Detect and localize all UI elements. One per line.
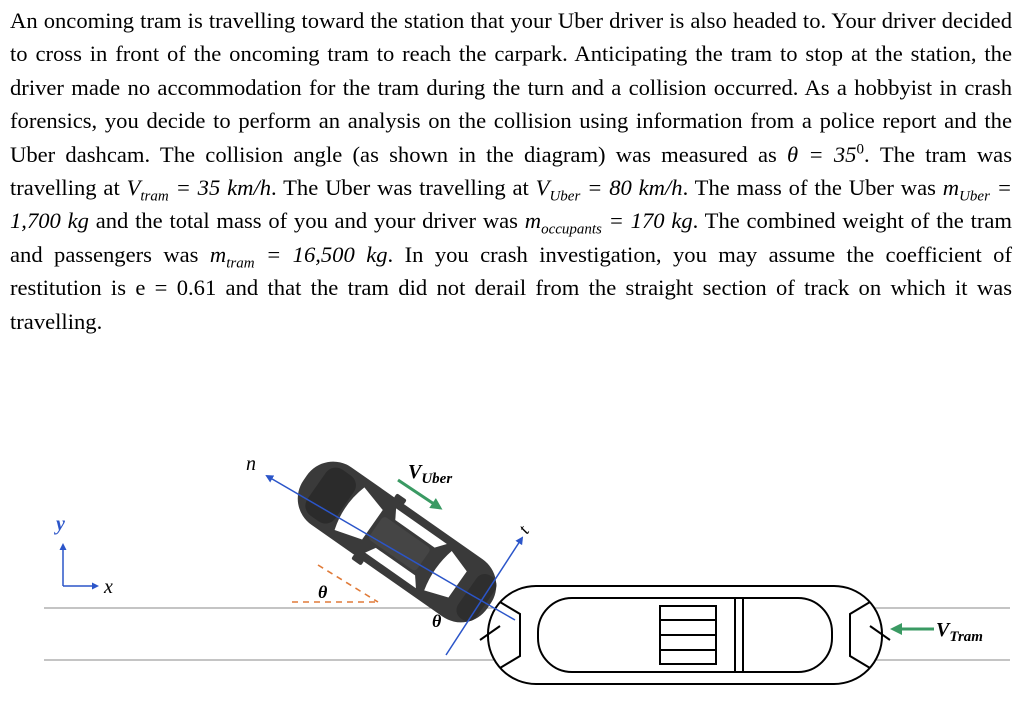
theta-label-right: θ bbox=[432, 611, 442, 631]
m-uber-symbol: m bbox=[942, 175, 960, 201]
m-occupants-subscript: occupants bbox=[541, 221, 602, 238]
problem-text-4: . The mass of the Uber was bbox=[682, 175, 943, 201]
problem-text-7: . In you crash investigation, you may as… bbox=[10, 241, 1012, 334]
theta-equation: θ = 35 bbox=[787, 141, 857, 167]
problem-text-6: . The combined weight of the tram and pa… bbox=[10, 208, 1012, 267]
tangent-axis-line bbox=[445, 536, 524, 656]
v-uber-value: = 80 km/h bbox=[580, 175, 683, 201]
dashed-angle-reference bbox=[292, 564, 379, 603]
n-label: n bbox=[246, 453, 256, 475]
axis-y-label: y bbox=[54, 513, 65, 535]
m-tram-value: = 16,500 kg bbox=[254, 241, 388, 267]
v-tram-value: = 35 km/h bbox=[168, 175, 272, 201]
v-tram-label: VTram bbox=[936, 619, 983, 645]
v-uber-label: VUber bbox=[408, 461, 452, 487]
axis-x-label: x bbox=[103, 576, 113, 598]
t-label: t bbox=[514, 521, 534, 537]
axes-icon bbox=[59, 543, 99, 590]
v-uber-symbol: V bbox=[535, 175, 550, 201]
normal-axis-line bbox=[265, 474, 469, 594]
problem-text-1: An oncoming tram is travelling toward th… bbox=[10, 8, 1012, 167]
collision-diagram: y x n t θ θ bbox=[44, 453, 1010, 685]
m-uber-subscript: Uber bbox=[959, 188, 990, 205]
problem-statement: An oncoming tram is travelling toward th… bbox=[10, 4, 1012, 338]
problem-text-3: . The Uber was travelling at bbox=[271, 175, 536, 201]
m-tram-subscript: tram bbox=[226, 255, 255, 272]
v-tram-symbol: V bbox=[126, 175, 141, 201]
v-uber-arrow bbox=[397, 478, 443, 510]
theta-label-left: θ bbox=[318, 582, 328, 602]
normal-axis-extension bbox=[467, 592, 516, 621]
degree-superscript: 0 bbox=[856, 141, 864, 158]
m-occupants-value: = 170 kg bbox=[601, 208, 693, 234]
m-occupants-symbol: m bbox=[524, 208, 542, 234]
m-uber-value: = 1,700 kg bbox=[10, 175, 1012, 234]
m-tram-symbol: m bbox=[209, 241, 227, 267]
v-uber-subscript: Uber bbox=[549, 188, 581, 205]
problem-text-5: and the total mass of you and your drive… bbox=[88, 208, 525, 234]
uber-car-icon bbox=[297, 461, 497, 623]
v-tram-subscript: tram bbox=[140, 188, 169, 205]
tram-icon bbox=[479, 585, 891, 685]
problem-text-2: . The tram was travelling at bbox=[10, 141, 1012, 201]
